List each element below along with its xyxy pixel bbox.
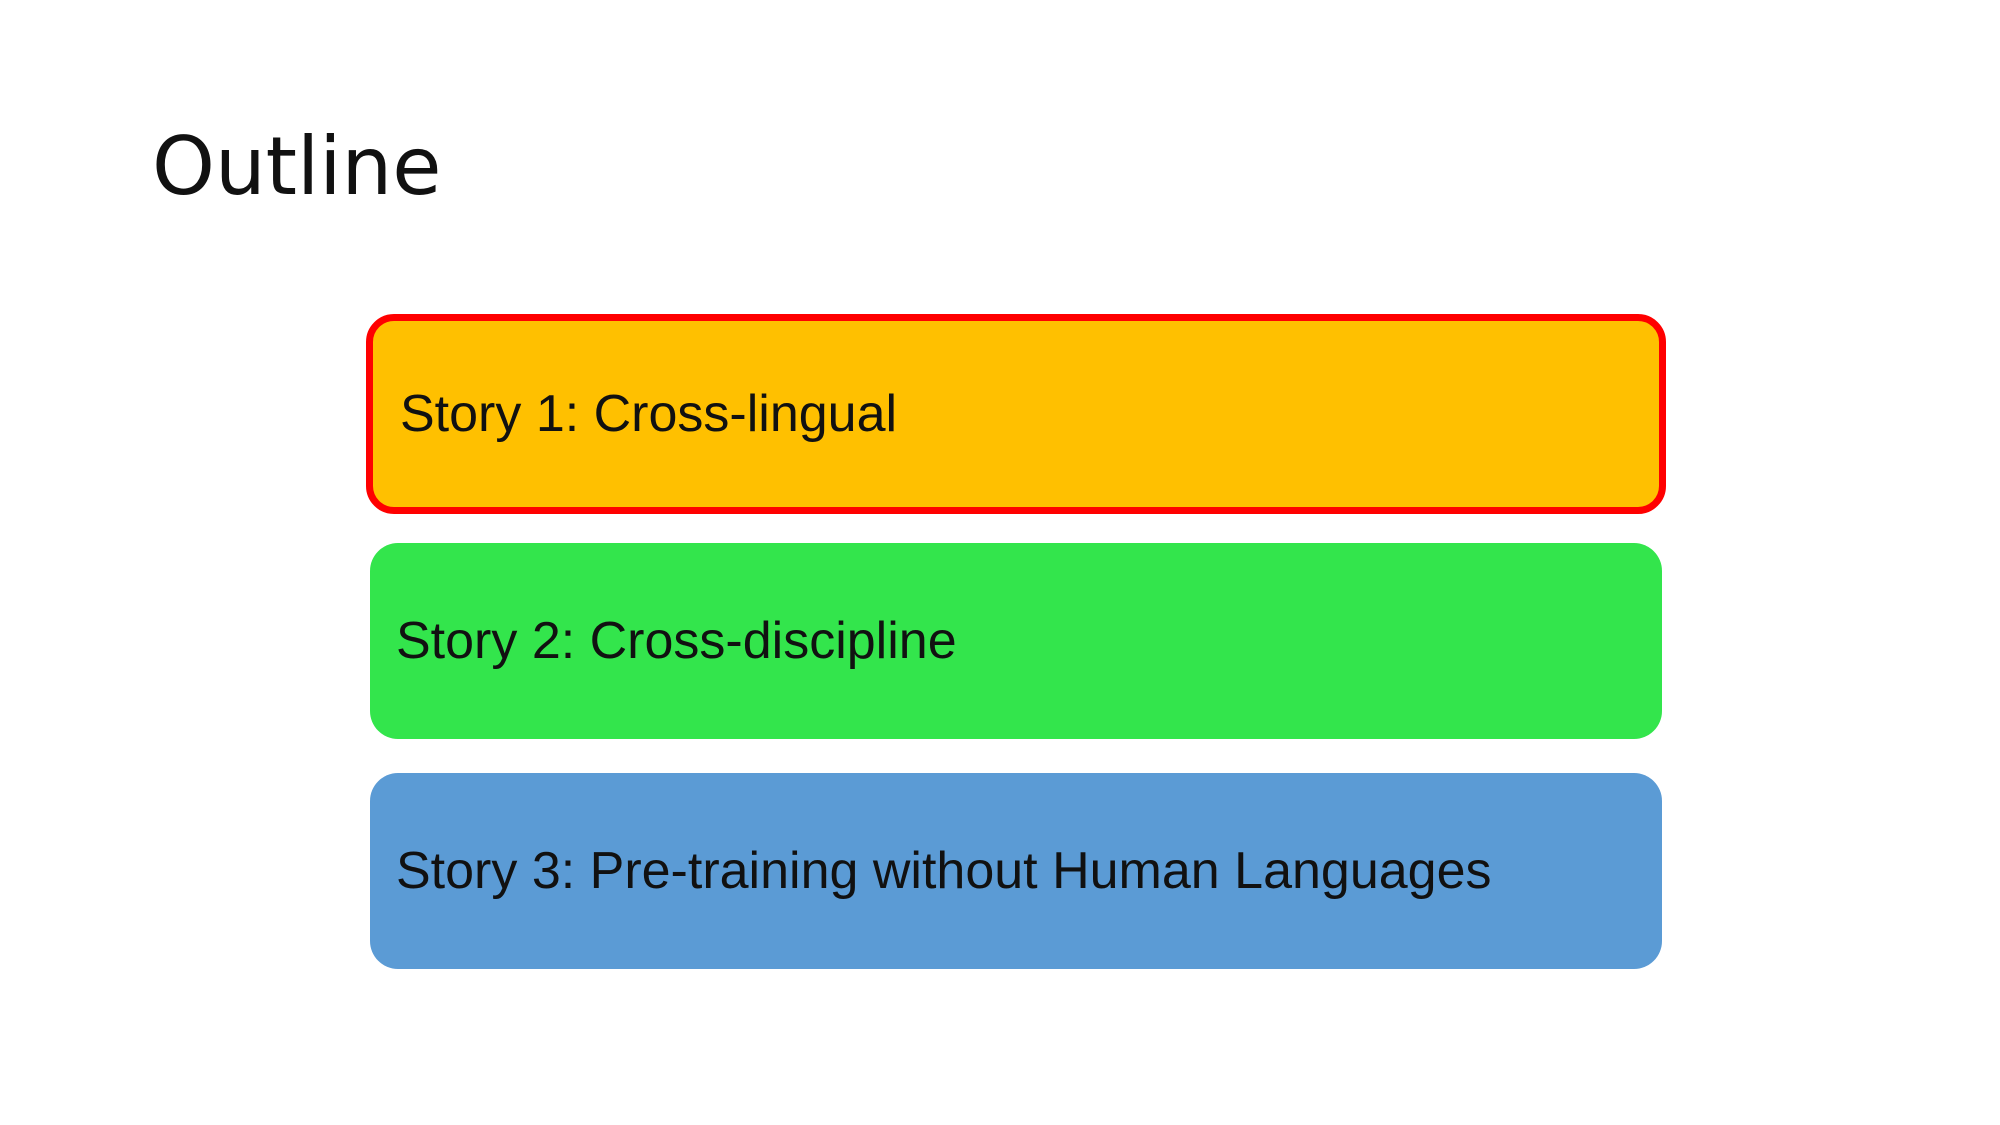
story-2-label: Story 2: Cross-discipline — [396, 612, 957, 670]
story-1-box: Story 1: Cross-lingual — [366, 314, 1666, 514]
slide-title: Outline — [152, 120, 442, 213]
story-2-box: Story 2: Cross-discipline — [370, 543, 1662, 739]
story-3-label: Story 3: Pre-training without Human Lang… — [396, 842, 1492, 900]
story-3-box: Story 3: Pre-training without Human Lang… — [370, 773, 1662, 969]
story-1-label: Story 1: Cross-lingual — [400, 385, 898, 443]
